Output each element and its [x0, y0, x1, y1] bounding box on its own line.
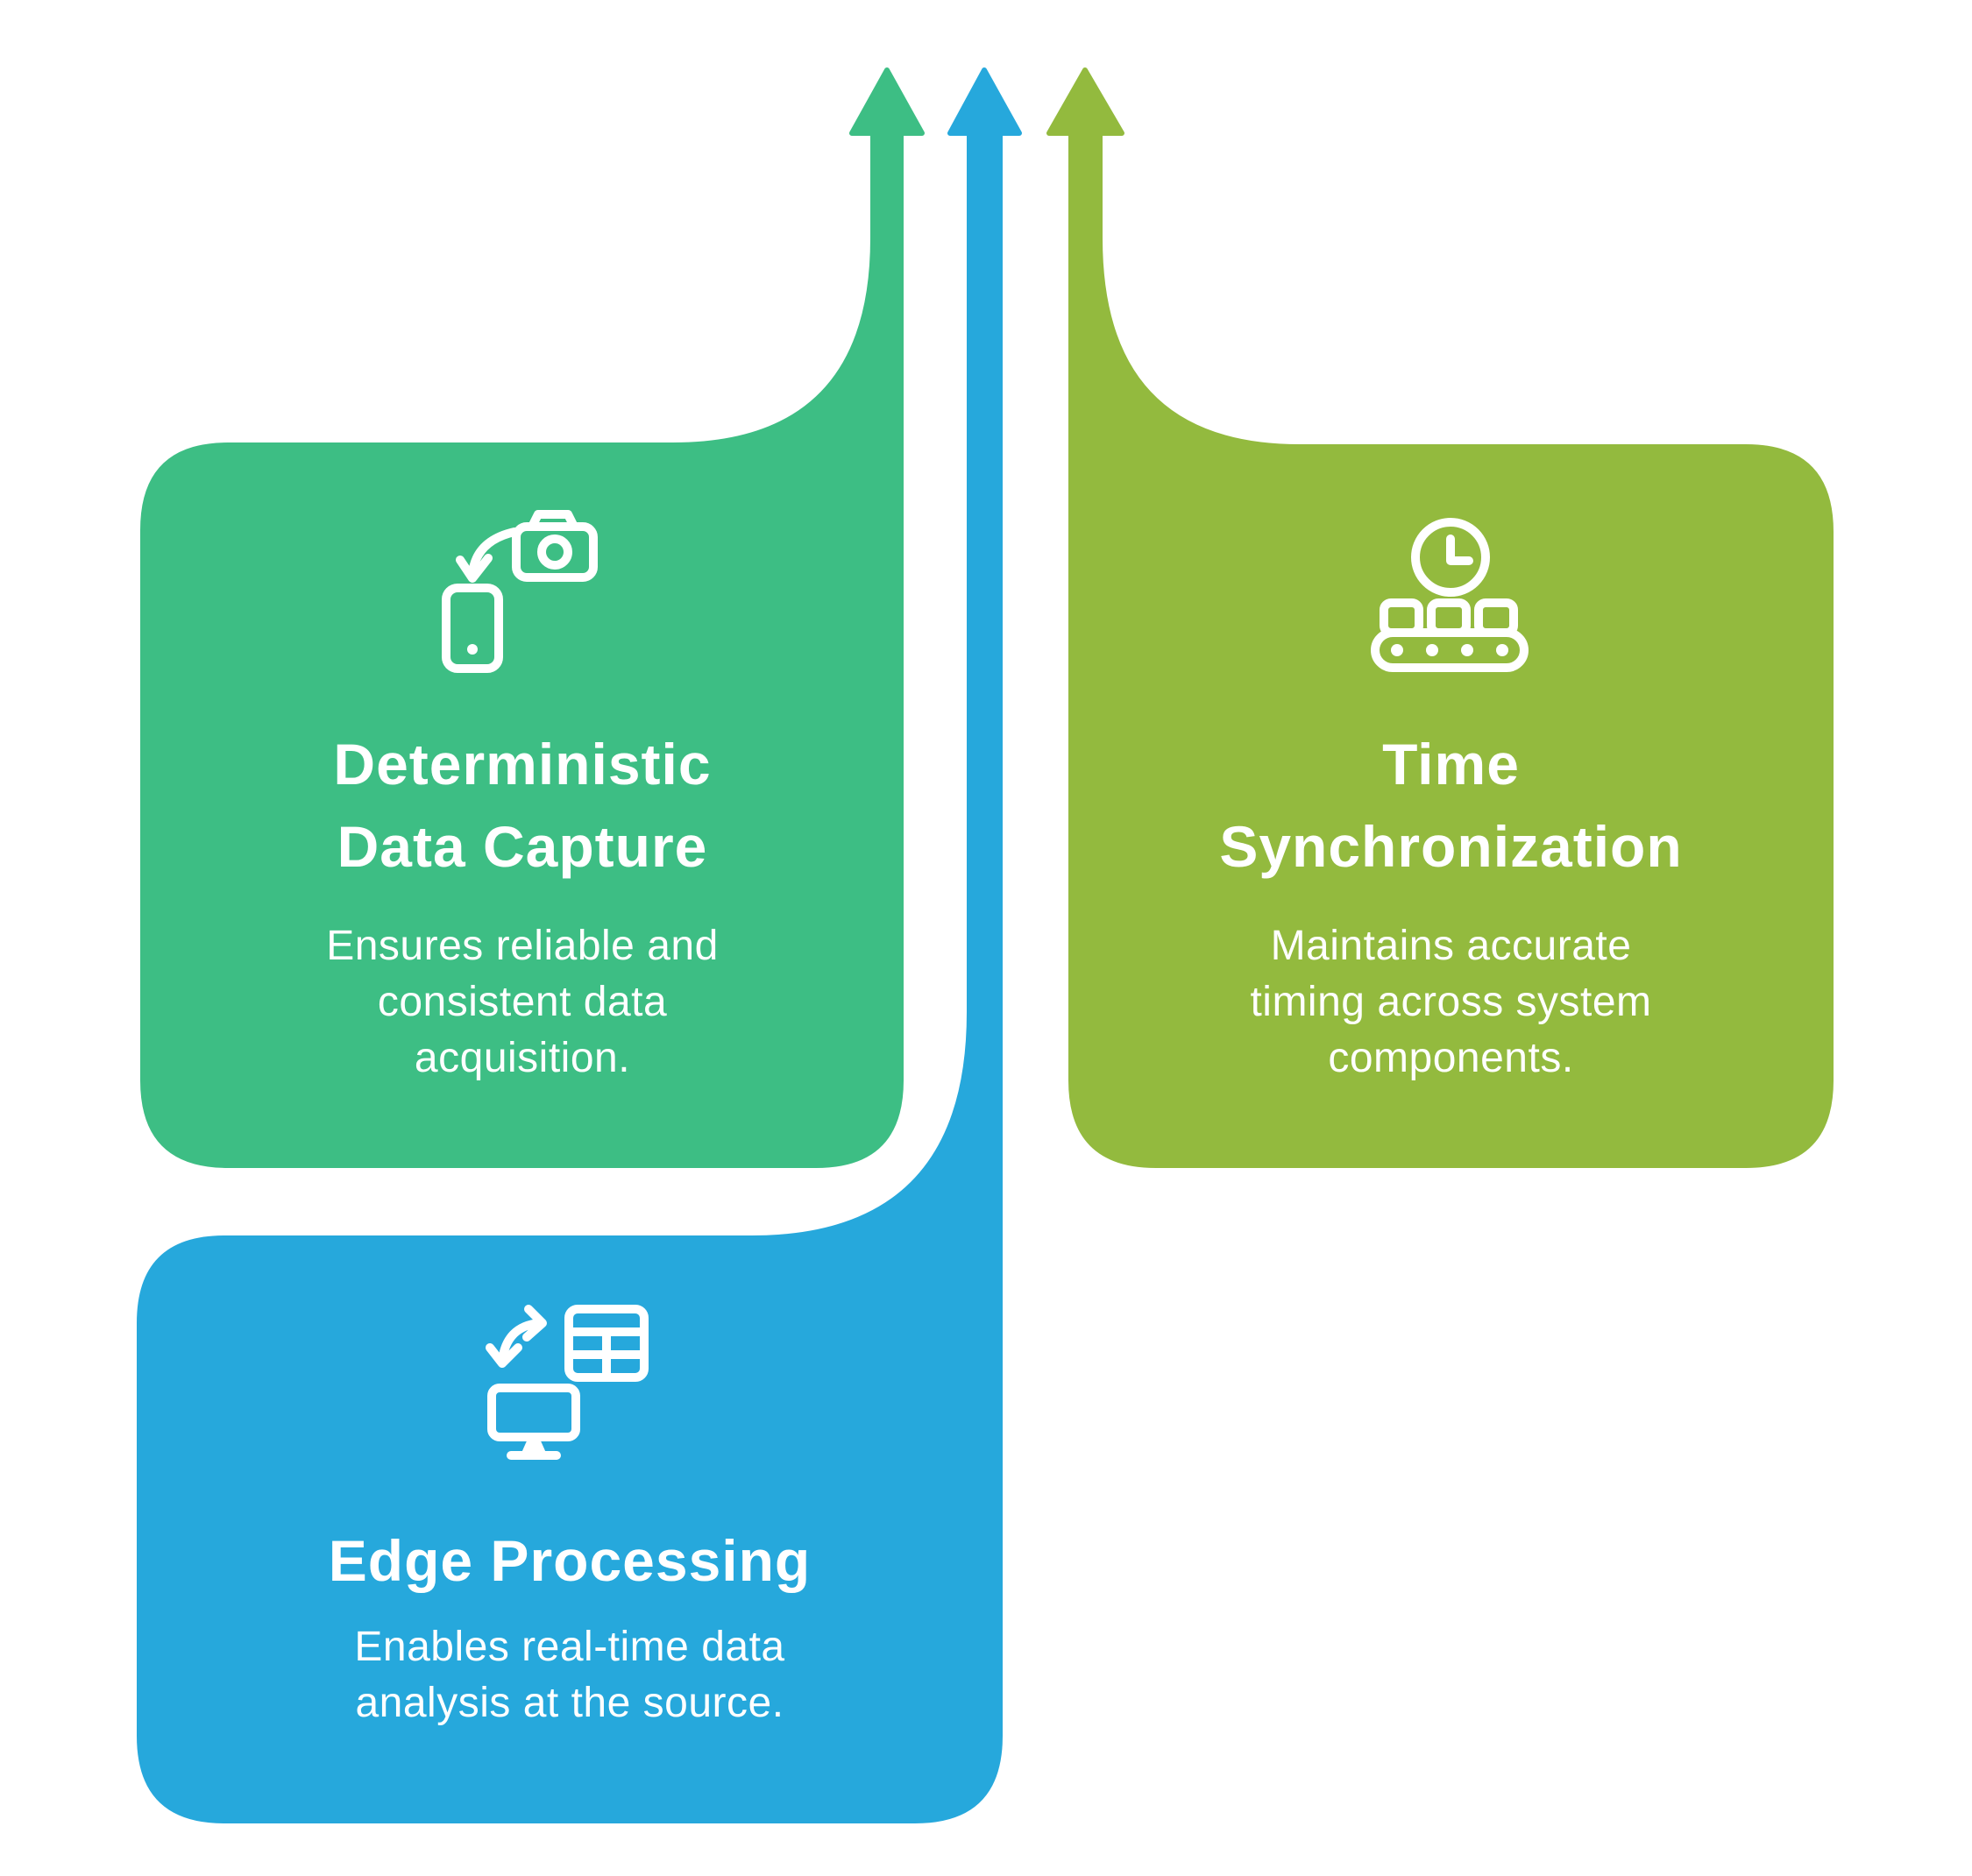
edge-processing-card-title: Edge Processing — [137, 1520, 1003, 1603]
body-line: acquisition. — [414, 1034, 631, 1081]
deterministic-card-description: Ensures reliable and consistent data acq… — [140, 918, 904, 1086]
camera-body-icon — [512, 522, 598, 582]
title-line: Data Capture — [337, 813, 708, 879]
conveyor-roller-icon — [1496, 644, 1508, 656]
body-line: components. — [1328, 1034, 1574, 1081]
phone-icon — [442, 584, 503, 673]
conveyor-roller-icon — [1426, 644, 1438, 656]
blue-arrowhead-icon — [947, 67, 1022, 136]
body-line: analysis at the source. — [355, 1679, 784, 1726]
body-line: timing across system — [1250, 978, 1652, 1025]
title-line: Deterministic — [333, 732, 712, 796]
camera-bump-icon — [528, 510, 578, 531]
deterministic-card-shape — [140, 131, 904, 1168]
title-line: Edge Processing — [328, 1528, 812, 1593]
time-sync-card-description: Maintains accurate timing across system … — [1068, 918, 1834, 1086]
capture-arrowhead-icon — [456, 554, 493, 583]
body-line: Enables real-time data — [354, 1624, 785, 1670]
edge-processing-card-shape — [137, 131, 1003, 1823]
conveyor-roller-icon — [1461, 644, 1473, 656]
phone-button-icon — [467, 644, 478, 655]
body-line: consistent data — [377, 978, 668, 1025]
monitor-stand-icon — [521, 1437, 546, 1453]
sync-arrowhead-icon — [486, 1343, 522, 1368]
conveyor-roller-icon — [1391, 644, 1403, 656]
capture-arrow-curve — [468, 527, 519, 578]
sync-arrowhead-icon — [522, 1305, 547, 1342]
olive-arrowhead-icon — [1046, 67, 1124, 136]
time-sync-card-shape — [1068, 131, 1834, 1168]
data-sync-monitor-icon — [486, 1305, 649, 1460]
clock-conveyor-icon — [1371, 518, 1529, 672]
title-line: Time — [1382, 732, 1520, 796]
deterministic-card-title: Deterministic Data Capture — [140, 724, 904, 888]
camera-lens-icon — [537, 534, 572, 570]
sync-arrow-curve — [498, 1319, 543, 1366]
clock-face-icon — [1411, 518, 1490, 597]
title-line: Synchronization — [1219, 813, 1683, 879]
phone-camera-capture-icon — [442, 510, 598, 673]
time-sync-card-title: Time Synchronization — [1068, 724, 1834, 888]
edge-processing-card-description: Enables real-time data analysis at the s… — [137, 1619, 1003, 1731]
body-line: Ensures reliable and — [326, 923, 719, 969]
clock-hands-icon — [1446, 534, 1473, 565]
conveyor-box-icon — [1380, 598, 1423, 637]
body-line: Maintains accurate — [1270, 923, 1632, 969]
conveyor-box-icon — [1427, 598, 1471, 637]
conveyor-box-icon — [1474, 598, 1518, 637]
green-arrowhead-icon — [849, 67, 925, 136]
